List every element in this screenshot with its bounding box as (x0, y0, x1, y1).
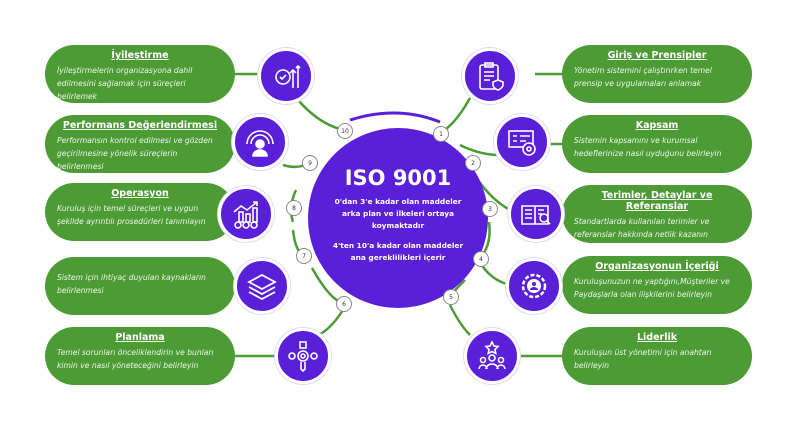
card-kapsam: Kapsam Sistemin kapsamını ve kurumsal he… (562, 115, 752, 173)
card-title: İyileştirme (111, 50, 169, 61)
card-terimler: Terimler, Detaylar ve Referanslar Standa… (562, 185, 752, 243)
number-badge: 6 (336, 296, 352, 312)
card-desc: Standartlarda kullanılan terimler ve ref… (574, 217, 710, 239)
card-title: Terimler, Detaylar ve Referanslar (601, 190, 713, 212)
chart-gears-icon (218, 186, 274, 242)
card-operasyon: Operasyon Kuruluş için temel süreçleri v… (45, 183, 235, 241)
form-target-icon (494, 114, 550, 170)
number-badge: 9 (302, 155, 318, 171)
card-title: Liderlik (636, 332, 678, 343)
card-liderlik: Liderlik Kuruluşun üst yönetimi için ana… (562, 327, 752, 385)
gauge-person-icon (232, 114, 288, 170)
card-title: Performans Değerlendirmesi (62, 120, 218, 131)
gear-badge-arrows-icon (258, 48, 314, 104)
card-desc: Kuruluşunuzun ne yaptığını,Müşteriler ve… (574, 277, 730, 299)
card-desc: Temel sorunları önceliklendirin ve bunla… (57, 348, 214, 370)
number-badge: 5 (443, 289, 459, 305)
number-badge: 7 (296, 248, 312, 264)
center-title: ISO 9001 (344, 166, 452, 190)
layers-icon (234, 258, 290, 314)
card-desc: İyileştirmelerin organizasyona dahil edi… (57, 66, 193, 101)
card-desc: Kuruluşun üst yönetimi için anahtarı bel… (574, 348, 712, 370)
card-title: Operasyon (111, 188, 169, 199)
card-performans: Performans Değerlendirmesi Performansın … (45, 115, 235, 173)
card-desc: Sistemin kapsamını ve kurumsal hedefleri… (574, 136, 722, 158)
card-desc: Kuruluş için temel süreçleri ve uygun şe… (57, 204, 206, 226)
number-badge: 2 (465, 155, 481, 171)
number-badge: 4 (473, 251, 489, 267)
center-text-1: 0'dan 3'e kadar olan maddeler arka plan … (334, 197, 462, 230)
card-iyilestirme: İyileştirme İyileştirmelerin organizasyo… (45, 45, 235, 103)
leader-star-icon (464, 328, 520, 384)
center-circle: ISO 9001 0'dan 3'e kadar olan maddeler a… (308, 128, 488, 308)
number-badge: 3 (482, 201, 498, 217)
card-desc: Yönetim sistemini çalıştırırken temel pr… (574, 66, 712, 88)
gear-team-icon (506, 258, 562, 314)
card-destek: Sistem için ihtiyaç duyulan kaynakların … (45, 257, 235, 315)
number-badge: 1 (433, 126, 449, 142)
number-badge: 10 (337, 123, 353, 139)
card-giris: Giriş ve Prensipler Yönetim sistemini ça… (562, 45, 752, 103)
planning-cycle-icon (275, 328, 331, 384)
card-desc: Performansın kontrol edilmesi ve gözden … (57, 136, 213, 171)
center-text-2: 4'ten 10'a kadar olan maddeler ana gerek… (332, 241, 464, 262)
book-search-icon (508, 186, 564, 242)
clipboard-shield-icon (462, 48, 518, 104)
card-organizasyon: Organizasyonun İçeriği Kuruluşunuzun ne … (562, 256, 752, 314)
card-title: Planlama (115, 332, 165, 343)
card-planlama: Planlama Temel sorunları önceliklendirin… (45, 327, 235, 385)
card-desc: Sistem için ihtiyaç duyulan kaynakların … (57, 273, 206, 295)
card-title: Giriş ve Prensipler (607, 50, 707, 61)
card-title: Organizasyonun İçeriği (595, 261, 719, 272)
card-title: Kapsam (635, 120, 679, 131)
number-badge: 8 (286, 200, 302, 216)
